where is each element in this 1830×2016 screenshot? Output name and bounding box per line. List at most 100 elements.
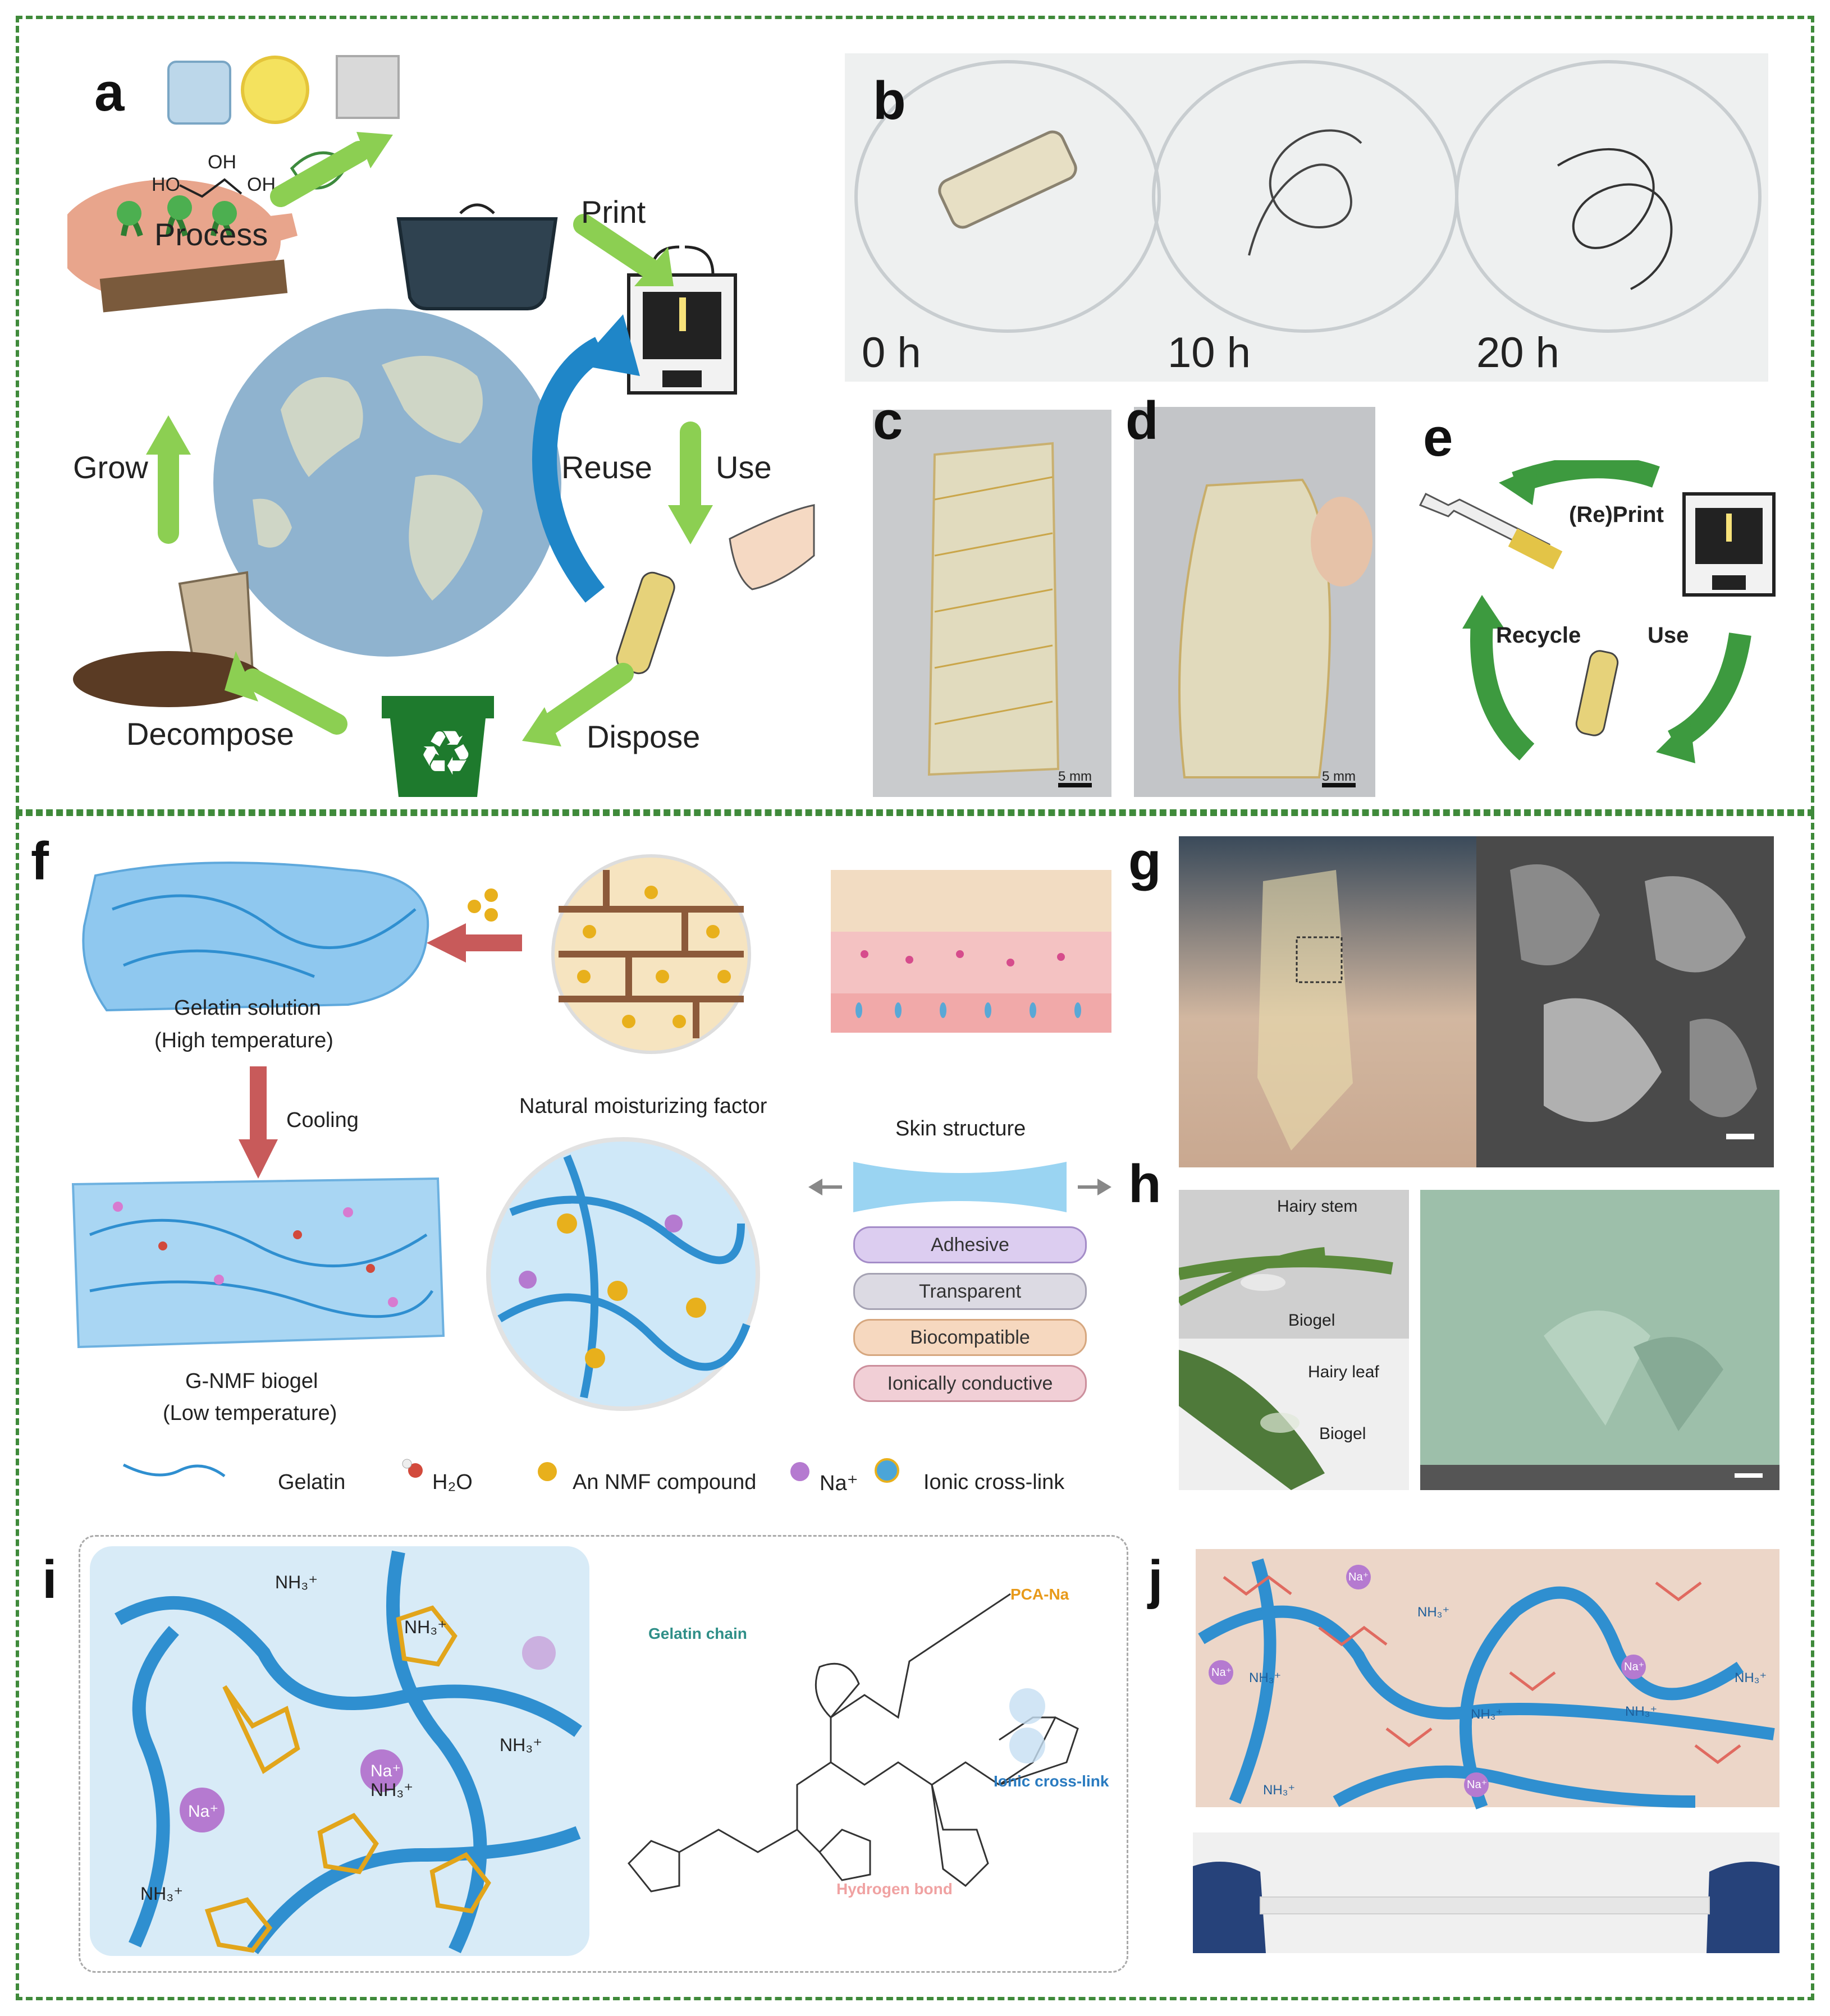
ingredients-icon	[167, 55, 400, 125]
3d-printer-icon-e	[1682, 492, 1776, 597]
recycle-bin-icon: ♻	[382, 696, 494, 797]
panel-label-a: a	[94, 62, 125, 122]
svg-text:HO: HO	[152, 174, 180, 195]
label-hairy-stem: Hairy stem	[1277, 1197, 1358, 1216]
skin-structure-illustration	[831, 870, 1111, 1033]
legend-gelatin-icon	[122, 1463, 226, 1478]
legend-h2o-icon	[402, 1459, 423, 1478]
j-na-ion-2	[1209, 1660, 1233, 1685]
scale-bar-d: 5 mm	[1322, 769, 1356, 784]
j-na-ion-3	[1621, 1655, 1646, 1679]
3d-printer-icon	[627, 245, 737, 395]
panel-i-network	[90, 1546, 589, 1956]
label-pca-na: PCA-Na	[1010, 1586, 1069, 1603]
label-j-nh3-4: NH₃⁺	[1735, 1670, 1767, 1685]
label-dispose: Dispose	[587, 719, 701, 754]
bottom-panel-frame	[16, 813, 1814, 2000]
scale-bar-c: 5 mm	[1058, 769, 1092, 784]
label-use-e: Use	[1648, 623, 1689, 648]
pig-icon	[67, 180, 298, 313]
time-10h: 10 h	[1168, 329, 1251, 377]
top-panel-frame	[16, 16, 1814, 813]
intact-coil	[938, 130, 1077, 229]
panel-label-b: b	[873, 71, 906, 131]
label-i-na-2: Na⁺	[370, 1762, 401, 1780]
property-adhesive: Adhesive	[853, 1226, 1087, 1263]
label-j-nh3-6: NH₃⁺	[1625, 1704, 1658, 1719]
panel-label-j: j	[1148, 1550, 1163, 1610]
reuse-arrow	[532, 337, 607, 603]
label-hairy-leaf: Hairy leaf	[1308, 1363, 1379, 1381]
label-biogel: G-NMF biogel	[185, 1369, 318, 1393]
panel-label-f: f	[31, 831, 49, 891]
panel-g-micrograph	[1476, 836, 1774, 1167]
label-j-nh3-2: NH₃⁺	[1249, 1670, 1282, 1685]
panel-a-diagram: HO OH OH ♻	[67, 55, 815, 797]
na-ion-2	[360, 1749, 403, 1792]
panel-label-h: h	[1128, 1154, 1161, 1214]
panel-e-diagram	[1419, 460, 1776, 763]
label-i-nh3-1: NH₃⁺	[275, 1572, 318, 1592]
label-process: Process	[154, 217, 268, 252]
svg-text:♻: ♻	[418, 719, 474, 788]
network-magnified-circle	[486, 1137, 760, 1411]
svg-text:OH: OH	[247, 174, 276, 195]
panel-label-d: d	[1126, 391, 1159, 451]
stretched-gel	[853, 1162, 1067, 1212]
label-cooling: Cooling	[286, 1108, 359, 1132]
legend-nmf-icon	[538, 1462, 557, 1481]
label-reuse: Reuse	[561, 450, 652, 485]
label-i-nh3-2: NH₃⁺	[404, 1617, 447, 1637]
label-decompose: Decompose	[126, 716, 294, 752]
panel-i-frame	[79, 1535, 1128, 1973]
gelatin-solution-blob	[82, 862, 429, 1012]
label-hydrogen-bond: Hydrogen bond	[836, 1880, 953, 1898]
legend-nmf-label: An NMF compound	[573, 1470, 757, 1494]
dissolved-coil	[1557, 148, 1673, 290]
loosened-coil	[1248, 129, 1362, 256]
panel-h-sem-image	[1420, 1190, 1779, 1490]
panel-i-chemical-structure	[627, 1593, 1079, 1893]
pot-icon	[396, 217, 558, 310]
label-j-nh3-3: NH₃⁺	[1471, 1707, 1503, 1722]
label-j-nh3-5: NH₃⁺	[1263, 1783, 1296, 1798]
legend-gelatin-label: Gelatin	[278, 1470, 346, 1494]
panel-b-photo-strip	[845, 53, 1768, 382]
legend-h2o-label: H₂O	[432, 1470, 473, 1494]
globe-icon	[213, 309, 561, 657]
cycle-arrows	[158, 141, 701, 735]
panel-d-photo	[1134, 407, 1375, 797]
label-use: Use	[716, 450, 772, 485]
label-high-temp: (High temperature)	[154, 1029, 333, 1052]
panel-h-leaf-photo	[1179, 1339, 1409, 1490]
label-j-na-2: Na⁺	[1211, 1666, 1232, 1679]
nmf-magnified-circle	[551, 854, 751, 1054]
label-recycle: Recycle	[1496, 623, 1581, 648]
panel-c-photo	[873, 410, 1111, 797]
panel-label-g: g	[1128, 831, 1161, 891]
printed-tube-icon	[616, 571, 675, 675]
j-na-ion-4	[1464, 1772, 1489, 1797]
panel-j-network	[1196, 1549, 1779, 1809]
panel-label-c: c	[873, 391, 903, 451]
label-ionic-crosslink: Ionic cross-link	[994, 1772, 1109, 1790]
label-biogel-stem: Biogel	[1288, 1311, 1335, 1330]
biogel-block	[71, 1177, 445, 1349]
label-reprint: (Re)Print	[1569, 502, 1664, 527]
na-ion-1	[180, 1788, 225, 1832]
time-0h: 0 h	[862, 329, 921, 377]
label-print: Print	[581, 194, 646, 230]
label-j-na-1: Na⁺	[1348, 1571, 1369, 1583]
legend-na-icon	[790, 1462, 809, 1481]
j-na-ion-1	[1346, 1565, 1371, 1589]
label-skin-structure: Skin structure	[895, 1117, 1026, 1140]
property-biocompatible: Biocompatible	[853, 1319, 1087, 1356]
property-ionically-conductive: Ionically conductive	[853, 1365, 1087, 1402]
label-j-na-3: Na⁺	[1624, 1661, 1645, 1673]
label-low-temp: (Low temperature)	[163, 1401, 337, 1425]
panel-j-stretch-photo	[1193, 1832, 1779, 1953]
hand-icon	[729, 504, 815, 590]
panel-f-diagram	[71, 854, 1111, 1483]
label-nmf: Natural moisturizing factor	[519, 1094, 767, 1118]
label-i-nh3-5: NH₃⁺	[500, 1735, 543, 1755]
